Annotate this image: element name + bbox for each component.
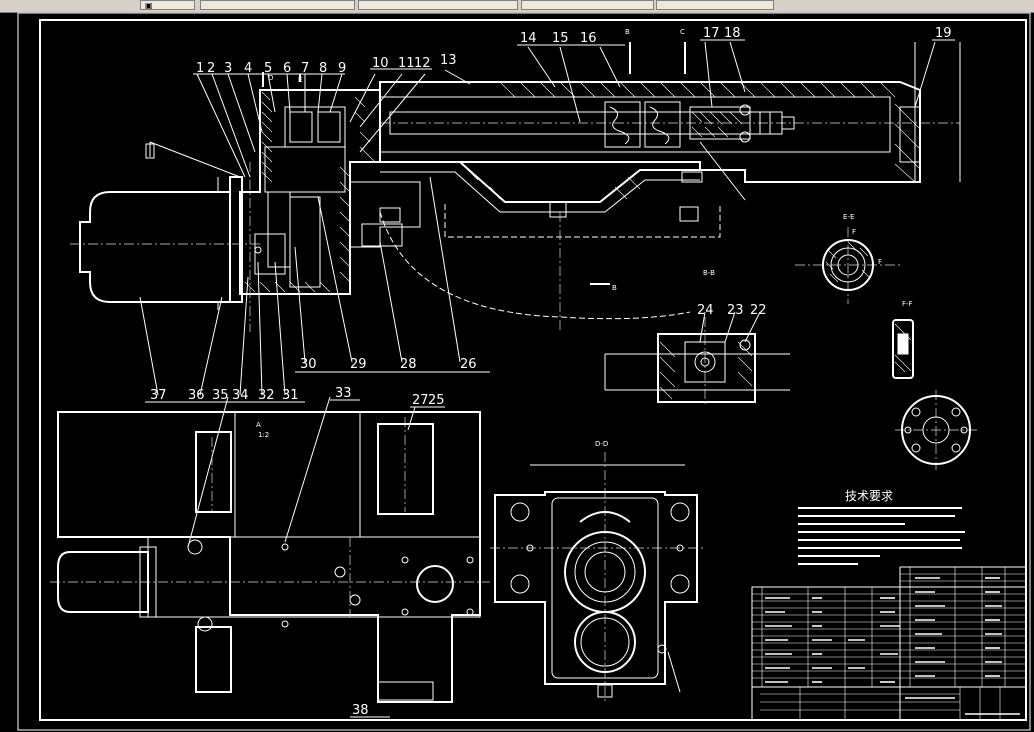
svg-text:F: F: [878, 258, 882, 266]
part-18: 18: [724, 26, 741, 41]
part-4: 4: [244, 61, 252, 76]
part-11: 11: [398, 56, 415, 71]
technical-requirements: 技术要求: [798, 489, 965, 565]
part-9: 9: [338, 61, 346, 76]
part-16: 16: [580, 31, 597, 46]
svg-text:A: A: [256, 421, 261, 429]
svg-text:D-D: D-D: [595, 440, 608, 448]
svg-text:C: C: [680, 28, 685, 36]
part-8: 8: [319, 61, 327, 76]
part-33: 34: [232, 388, 249, 403]
leader-lines-top: [139, 41, 936, 548]
annotation-left: [145, 141, 241, 178]
part-36: 37: [150, 388, 167, 403]
tab-1[interactable]: [200, 0, 355, 10]
svg-text:D: D: [268, 74, 273, 82]
parts-list-table: [751, 566, 1027, 721]
section-ee-view: E-E F F: [795, 213, 900, 304]
drawing-icon: ▣: [145, 1, 153, 10]
svg-text:F: F: [852, 228, 856, 236]
part-34: 35: [212, 388, 229, 403]
svg-text:E-E: E-E: [843, 213, 854, 221]
part-6: 6: [283, 61, 291, 76]
part-21: 22: [750, 303, 767, 318]
outer-border: [17, 12, 1031, 731]
part-numbers-mid: 37 36 35 34 32 31 30 29 28 26 33: [150, 357, 477, 403]
tab-3[interactable]: [521, 0, 654, 10]
part-23: 24: [697, 303, 714, 318]
part-27: 28: [400, 357, 417, 372]
part-3: 3: [224, 61, 232, 76]
drawing-frame: [39, 19, 1027, 721]
main-section-view: [70, 42, 961, 332]
svg-text:B: B: [625, 28, 630, 36]
part-numbers-top: 1 2 3 4 5 6 7 8 9 10 11 12 13 14 15 16 1…: [196, 26, 952, 76]
svg-text:F-F: F-F: [902, 300, 913, 308]
part-14: 14: [520, 31, 537, 46]
svg-text:E: E: [298, 76, 302, 84]
svg-text:1:2: 1:2: [258, 431, 269, 439]
label-underlines-top: [193, 39, 955, 75]
part-12: 12: [414, 56, 431, 71]
svg-text:B-B: B-B: [703, 269, 715, 277]
part-7: 7: [301, 61, 309, 76]
part-25: 26: [460, 357, 477, 372]
part-26: 27: [412, 393, 429, 408]
part-35: 36: [188, 388, 205, 403]
part-24: 25: [428, 393, 445, 408]
part-numbers-view-a: 27 25 38: [352, 393, 445, 718]
part-19: 19: [935, 26, 952, 41]
part-5: 5: [264, 61, 272, 76]
tab-bar: ▣: [0, 0, 1034, 13]
part-numbers-bb: 24 23 22: [697, 303, 767, 318]
part-28: 29: [350, 357, 367, 372]
section-ff-view: F-F: [892, 300, 914, 379]
tab-0[interactable]: ▣: [140, 0, 195, 10]
part-30: 31: [282, 388, 299, 403]
part-31: 32: [258, 388, 275, 403]
cad-drawing-canvas[interactable]: 1 2 3 4 5 6 7 8 9 10 11 12 13 14 15 16 1…: [0, 12, 1034, 732]
tab-2[interactable]: [358, 0, 518, 10]
section-dd-view: D-D: [490, 440, 705, 702]
flange-view: [895, 390, 978, 470]
svg-text:B: B: [612, 284, 617, 292]
part-1: 1: [196, 61, 204, 76]
part-29: 30: [300, 357, 317, 372]
view-a: A 1:2: [50, 411, 490, 703]
tech-requirements-title: 技术要求: [845, 489, 893, 503]
part-17: 17: [703, 26, 720, 41]
part-32: 33: [335, 386, 352, 401]
part-2: 2: [207, 61, 215, 76]
tab-4[interactable]: [656, 0, 774, 10]
part-22: 23: [727, 303, 744, 318]
section-bb-view: B-B: [604, 269, 790, 407]
part-10: 10: [372, 56, 389, 71]
label-underlines-mid: [145, 371, 490, 403]
part-13: 13: [440, 53, 457, 68]
part-15: 15: [552, 31, 569, 46]
section-letters: B C D E B: [268, 28, 685, 292]
part-37: 38: [352, 703, 369, 718]
